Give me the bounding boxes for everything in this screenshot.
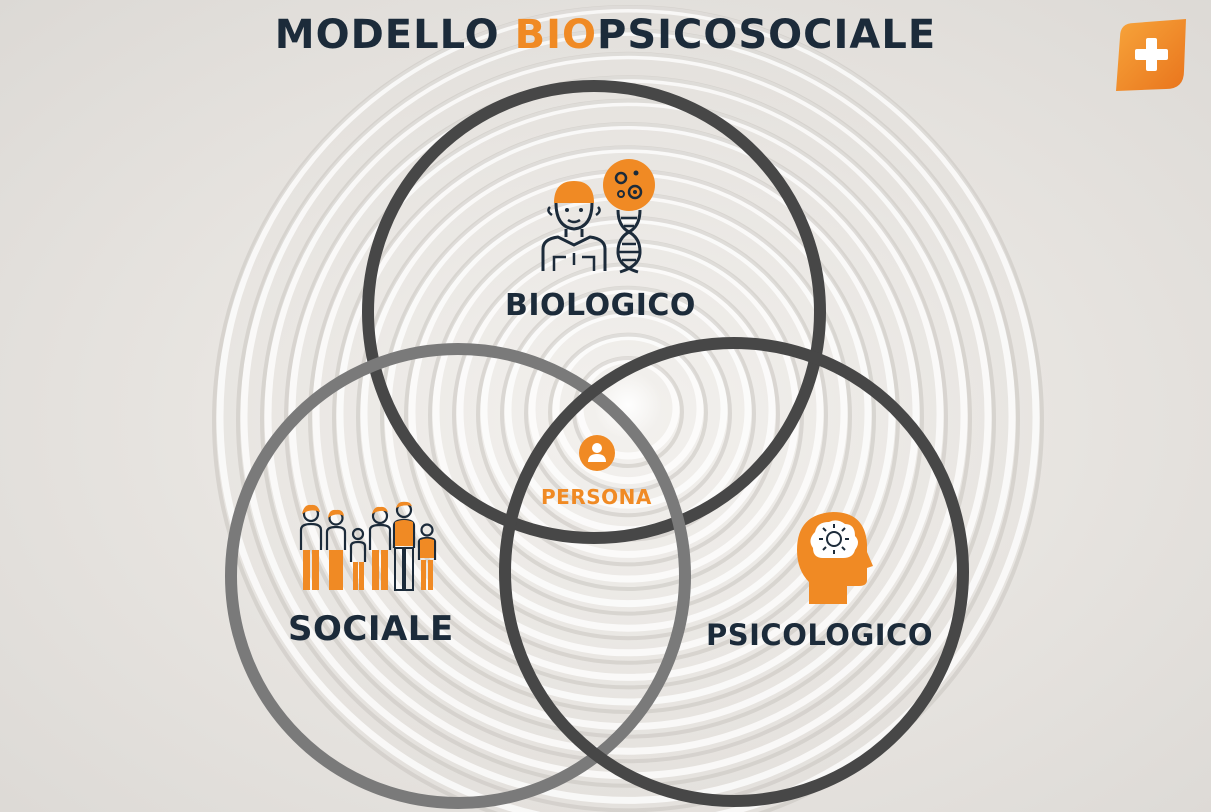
label-persona: PERSONA [541,485,652,509]
circle-sociale [225,343,691,809]
head-brain-icon [797,512,873,604]
circle-psicologico [499,337,969,807]
title-part-2: PSICOSOCIALE [597,12,937,58]
label-psicologico: PSICOLOGICO [706,618,933,652]
label-biologico: BIOLOGICO [505,288,696,323]
title-part-1: MODELLO [274,12,515,58]
label-sociale: SOCIALE [288,609,454,649]
dna-icon [616,209,642,274]
user-badge-icon [579,435,615,471]
plus-leaf-logo [1116,19,1186,91]
page-title: MODELLO BIOPSICOSOCIALE [0,12,1211,58]
title-accent: BIO [514,12,597,58]
person-bust-icon [541,181,607,271]
circle-biologico [362,80,826,544]
cells-icon [603,159,655,211]
family-group-icon [299,501,437,591]
